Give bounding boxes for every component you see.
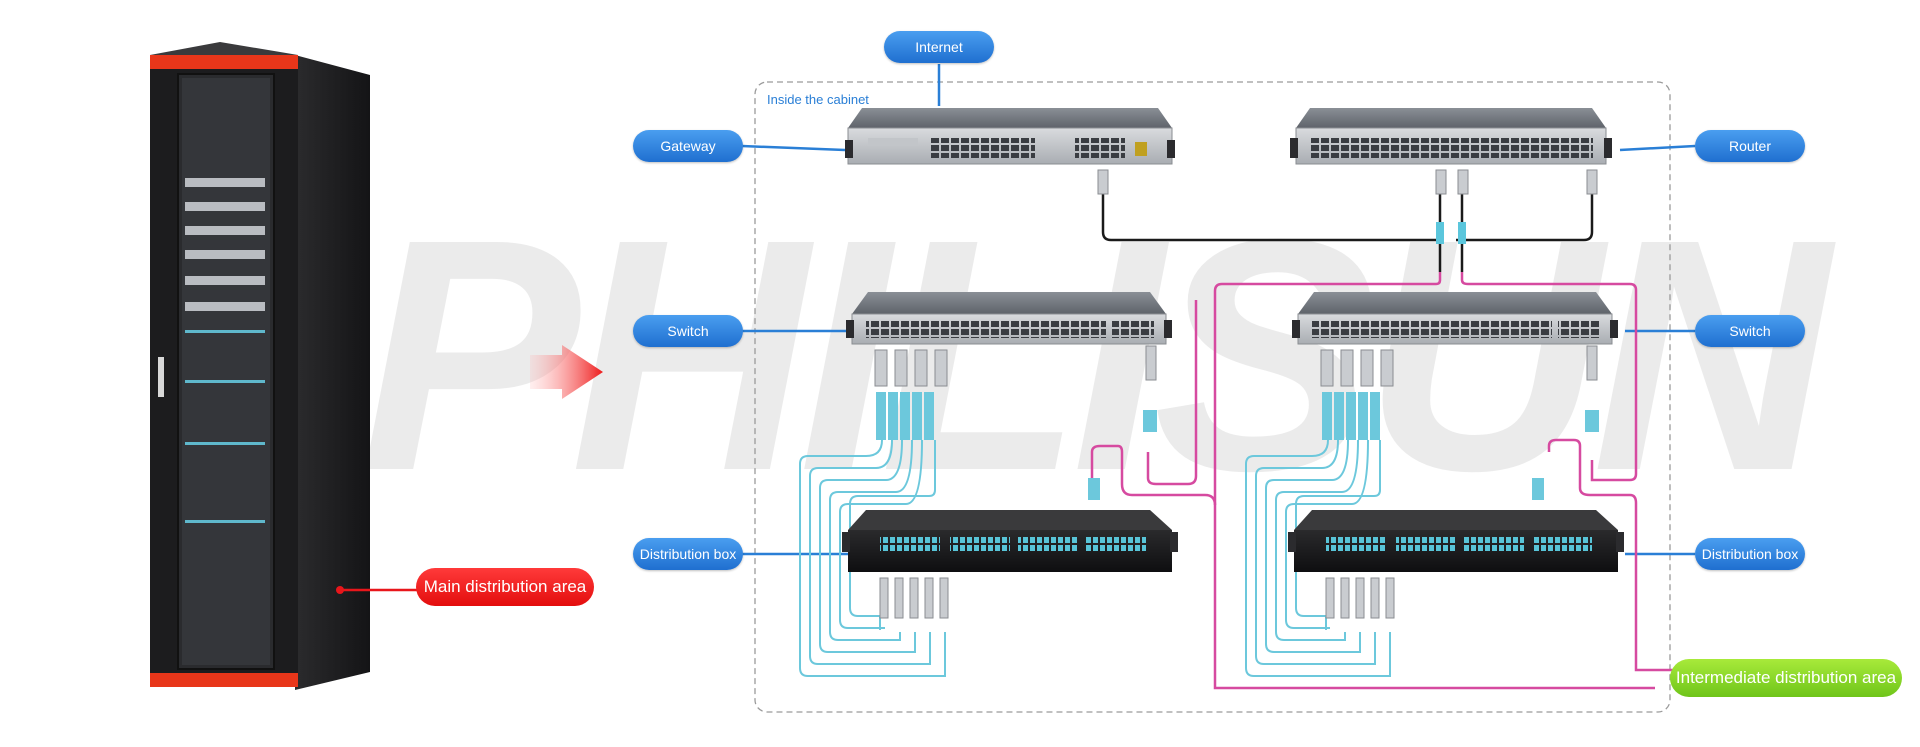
main-distribution-area-label: Main distribution area xyxy=(416,568,594,606)
internet-label: Internet xyxy=(884,31,994,63)
switch-right-label: Switch xyxy=(1695,315,1805,347)
switch-device-icon xyxy=(846,292,1172,345)
server-rack-icon xyxy=(150,42,370,690)
patch-panel-icon xyxy=(842,510,1178,572)
patch-panel-icon xyxy=(1288,510,1624,572)
switch-left-label: Switch xyxy=(633,315,743,347)
switch-device-icon xyxy=(1290,108,1612,165)
inside-cabinet-label: Inside the cabinet xyxy=(767,92,869,107)
switch-device-icon xyxy=(1292,292,1618,345)
gateway-label: Gateway xyxy=(633,130,743,162)
distribution-box-left-label: Distribution box xyxy=(633,538,743,570)
router-label: Router xyxy=(1695,130,1805,162)
transceiver-icon xyxy=(874,169,1598,387)
distribution-box-right-label: Distribution box xyxy=(1695,538,1805,570)
arrow-right-icon xyxy=(530,345,603,399)
switch-device-icon xyxy=(845,108,1175,165)
brand-watermark: PHILISUN xyxy=(360,170,1830,539)
intermediate-distribution-area-label: Intermediate distribution area xyxy=(1670,659,1902,697)
